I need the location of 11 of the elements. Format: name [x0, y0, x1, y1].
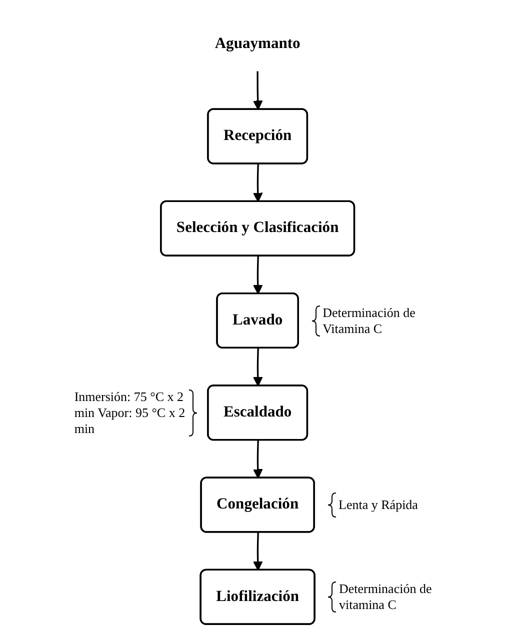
arrow	[253, 71, 264, 110]
note-text: Inmersión: 75 °C x 2 min Vapor: 95 °C x 2 min	[74, 388, 186, 437]
node-text: Aguaymanto	[215, 36, 301, 52]
arrow	[253, 532, 264, 571]
arrow	[253, 348, 264, 386]
note-text: Determinación de Vitamina C	[322, 304, 416, 336]
arrow	[253, 164, 264, 202]
note-text: Lenta y Rápida	[338, 496, 419, 513]
arrow	[253, 440, 264, 479]
note-text: Determinación de vitamina C	[338, 580, 433, 613]
arrow	[253, 256, 264, 294]
